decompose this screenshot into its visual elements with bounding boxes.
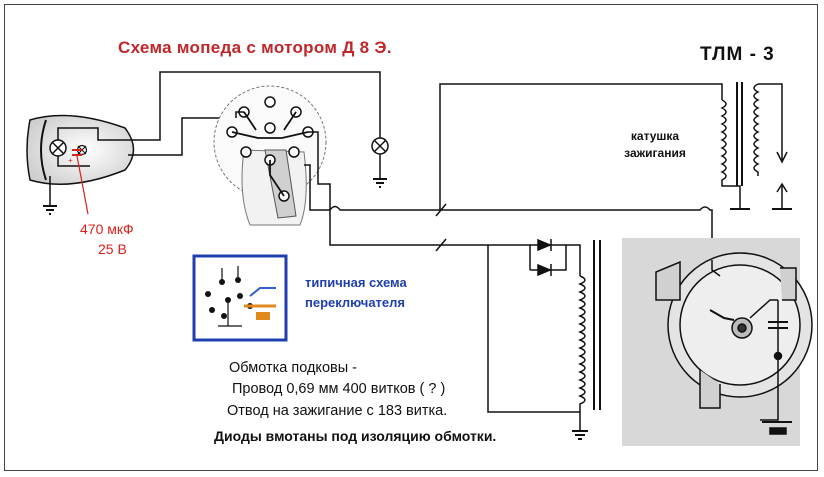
light-switch	[213, 85, 327, 226]
magneto-stator	[622, 238, 813, 446]
headlight-wires	[128, 71, 381, 156]
tail-lamp-icon	[371, 137, 389, 155]
wire-connector-icon	[435, 203, 447, 252]
winding-note-tap: Отвод на зажигание с 183 витка.	[227, 403, 448, 419]
switch-schematic-label: типичная схема переключателя	[305, 275, 407, 310]
diode-icon	[537, 238, 552, 252]
ground-icon	[43, 205, 57, 215]
diagram-title: Схема мопеда с мотором Д 8 Э.	[118, 38, 392, 57]
switch-schematic-box	[192, 254, 288, 342]
ignition-coil	[720, 82, 792, 210]
tail-lamp	[371, 132, 389, 188]
ground-icon	[373, 178, 387, 188]
switch-wires	[235, 111, 440, 246]
capacitor-icon: +	[68, 149, 89, 215]
ground-icon	[572, 430, 588, 440]
winding-note-heading: Обмотка подковы -	[229, 360, 357, 376]
winding-note-diodes: Диоды вмотаны под изоляцию обмотки.	[214, 428, 497, 444]
ignition-coil-label: катушка зажигания	[624, 129, 686, 160]
coil-wires	[439, 83, 723, 260]
svg-text:+: +	[68, 156, 73, 165]
diode-icon	[537, 263, 552, 277]
headlight-bulb-icon	[49, 139, 67, 157]
winding-note-wire: Провод 0,69 мм 400 витков ( ? )	[232, 381, 446, 397]
capacitor-voltage-label: 25 В	[98, 241, 127, 257]
transformer-label: ТЛМ - 3	[700, 44, 775, 65]
headlight: +	[26, 114, 135, 215]
diagram-frame	[4, 4, 818, 471]
capacitor-value-label: 470 мкФ	[80, 221, 134, 237]
rectifier	[487, 238, 601, 440]
